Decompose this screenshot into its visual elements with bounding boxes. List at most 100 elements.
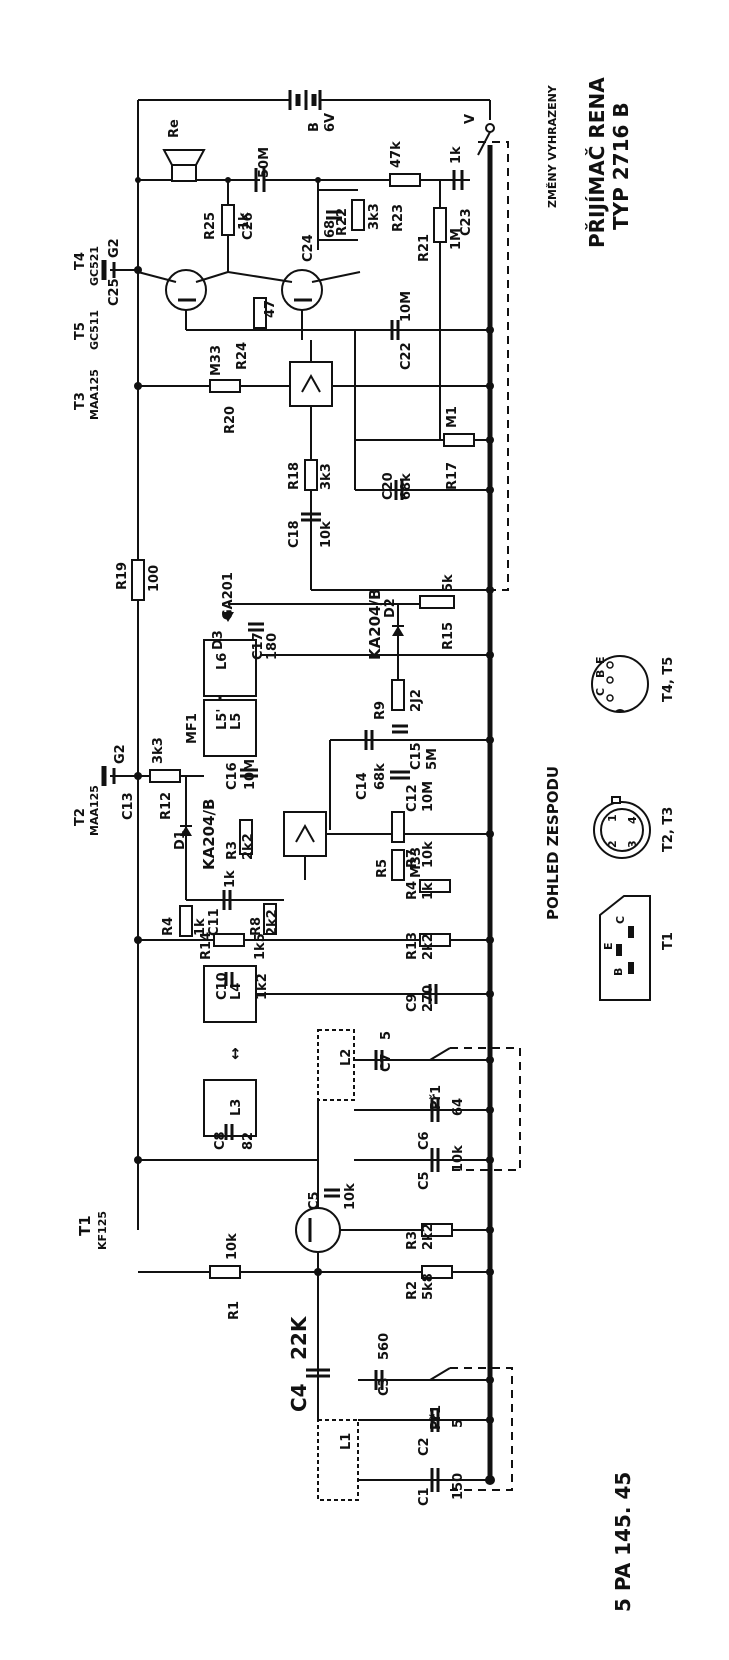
capacitor-C13 — [101, 766, 138, 786]
label-C7: C6 — [417, 1131, 432, 1150]
value-R21: 3k3 — [367, 203, 382, 230]
value-C3: 560 — [377, 1333, 392, 1360]
antenna-coil-L1 — [317, 1419, 359, 1501]
label-C18: C17 — [251, 632, 266, 660]
pinout-caption: POHLED ZESPODU — [544, 766, 562, 920]
pin-T1-B: B — [612, 968, 625, 976]
pin-T4-B: B — [594, 670, 607, 678]
label-R8: R8 — [249, 917, 264, 936]
pin-T1-E: E — [602, 942, 615, 950]
battery-voltage: 6V — [323, 113, 338, 132]
potentiometer-R15[interactable] — [419, 595, 455, 609]
amplifier-T2 — [283, 811, 327, 857]
label-C17: C16 — [225, 762, 240, 790]
pin-T2-2: 2 — [606, 840, 619, 848]
label-R11: R9 — [373, 701, 388, 720]
label-C14: C12 — [405, 784, 420, 812]
resistor-R13 — [419, 933, 451, 947]
resistor-R19 — [131, 559, 145, 601]
label-T2: T2 — [73, 808, 88, 826]
label-C9: C8 — [213, 1131, 228, 1150]
label-C25: C25 — [107, 278, 122, 306]
value-R20: 1M — [449, 228, 464, 250]
label-C13: C13 — [121, 792, 136, 820]
value-R22: M33 — [209, 345, 224, 376]
value-C9: 82 — [241, 1132, 256, 1150]
value-R24: 47 — [263, 300, 278, 318]
label-L6: L6 — [215, 653, 230, 670]
resistor-R23 — [389, 173, 421, 187]
label-R22: R20 — [223, 406, 238, 434]
value-R19: 100 — [147, 565, 162, 592]
value-R18: 3k3 — [319, 463, 334, 490]
label-R6: R4 — [405, 881, 420, 900]
part-D1: KA204/B — [200, 799, 218, 870]
label-C26: C26 — [241, 212, 256, 240]
power-switch[interactable] — [477, 123, 495, 156]
label-T4: T4 — [73, 252, 88, 270]
pinout-label-T2-T3: T2, T3 — [661, 807, 676, 852]
notice-text: ZMĚNY VYHRAZENY — [546, 84, 559, 208]
resistor-R25 — [221, 204, 235, 236]
product-title: PŘIJÍMAČ RENA — [585, 77, 609, 248]
resistor-R6 — [419, 879, 451, 893]
value-C12: 270 — [421, 985, 436, 1012]
resistor-R24 — [253, 297, 267, 329]
label-R17: R17 — [445, 462, 460, 490]
part-T1: KF125 — [96, 1211, 109, 1250]
value-R1: 10k — [225, 1233, 240, 1260]
value-R7: M33 — [409, 847, 424, 878]
label-C8: C7 — [379, 1053, 394, 1072]
part-D2: KA204/B — [366, 589, 384, 660]
value-R14: 1k5 — [253, 933, 268, 960]
label-C23: C22 — [399, 342, 414, 370]
label-R2: R2 — [405, 1281, 420, 1300]
pin-T4-E: E — [594, 656, 607, 664]
label-T3: T3 — [73, 392, 88, 410]
label-R3-alt: R3 — [405, 1231, 420, 1250]
label-D1: D1 — [173, 830, 188, 850]
value-C20: 10k — [319, 521, 334, 548]
label-C22: C23 — [459, 208, 474, 236]
diode-D1 — [180, 826, 192, 836]
resistor-R18 — [304, 459, 318, 491]
resistor-R20 — [433, 207, 447, 243]
junction-dots — [134, 177, 494, 1424]
capacitor-C25 — [101, 260, 138, 280]
value-C7: 64 — [451, 1098, 466, 1116]
resistor-R1 — [209, 1265, 241, 1279]
resistor-R9 — [391, 811, 405, 843]
resistor-R4 — [179, 905, 193, 937]
resistor-R14 — [213, 933, 245, 947]
band-switch-lower — [429, 1367, 451, 1381]
resistor-R21 — [351, 199, 365, 231]
label-C6: C5 — [417, 1171, 432, 1190]
switch-linkage — [478, 141, 509, 591]
value-C21: 68k — [399, 473, 414, 500]
resistor-R11 — [391, 679, 405, 711]
value-C11: 1k — [223, 870, 238, 888]
value-R12: 3k3 — [151, 737, 166, 764]
value-C13: G2 — [113, 744, 128, 764]
pinout-T1 — [599, 895, 651, 1001]
battery-label: B — [307, 122, 322, 132]
pin-T4-C: C — [594, 688, 607, 696]
value-C2: 5 — [451, 1419, 466, 1428]
diode-D3 — [222, 612, 234, 622]
positive-rail — [137, 99, 491, 1230]
value-C16: 5M — [425, 748, 440, 770]
label-C1: C1 — [417, 1487, 432, 1506]
label-R4-alt: R4 — [161, 917, 176, 936]
resistor-R12 — [149, 769, 181, 783]
value-C24: 68 — [323, 220, 338, 238]
value-R2: 5k8 — [421, 1273, 436, 1300]
value-R8: 2k2 — [265, 909, 280, 936]
label-R15: R15 — [441, 622, 456, 650]
label-R23: R23 — [391, 204, 406, 232]
part-T5: GC511 — [88, 310, 101, 350]
label-R20: R21 — [417, 234, 432, 262]
gang-linkage-lower — [448, 1367, 513, 1491]
label-R7: R5 — [375, 859, 390, 878]
transistor-T4 — [137, 269, 229, 311]
